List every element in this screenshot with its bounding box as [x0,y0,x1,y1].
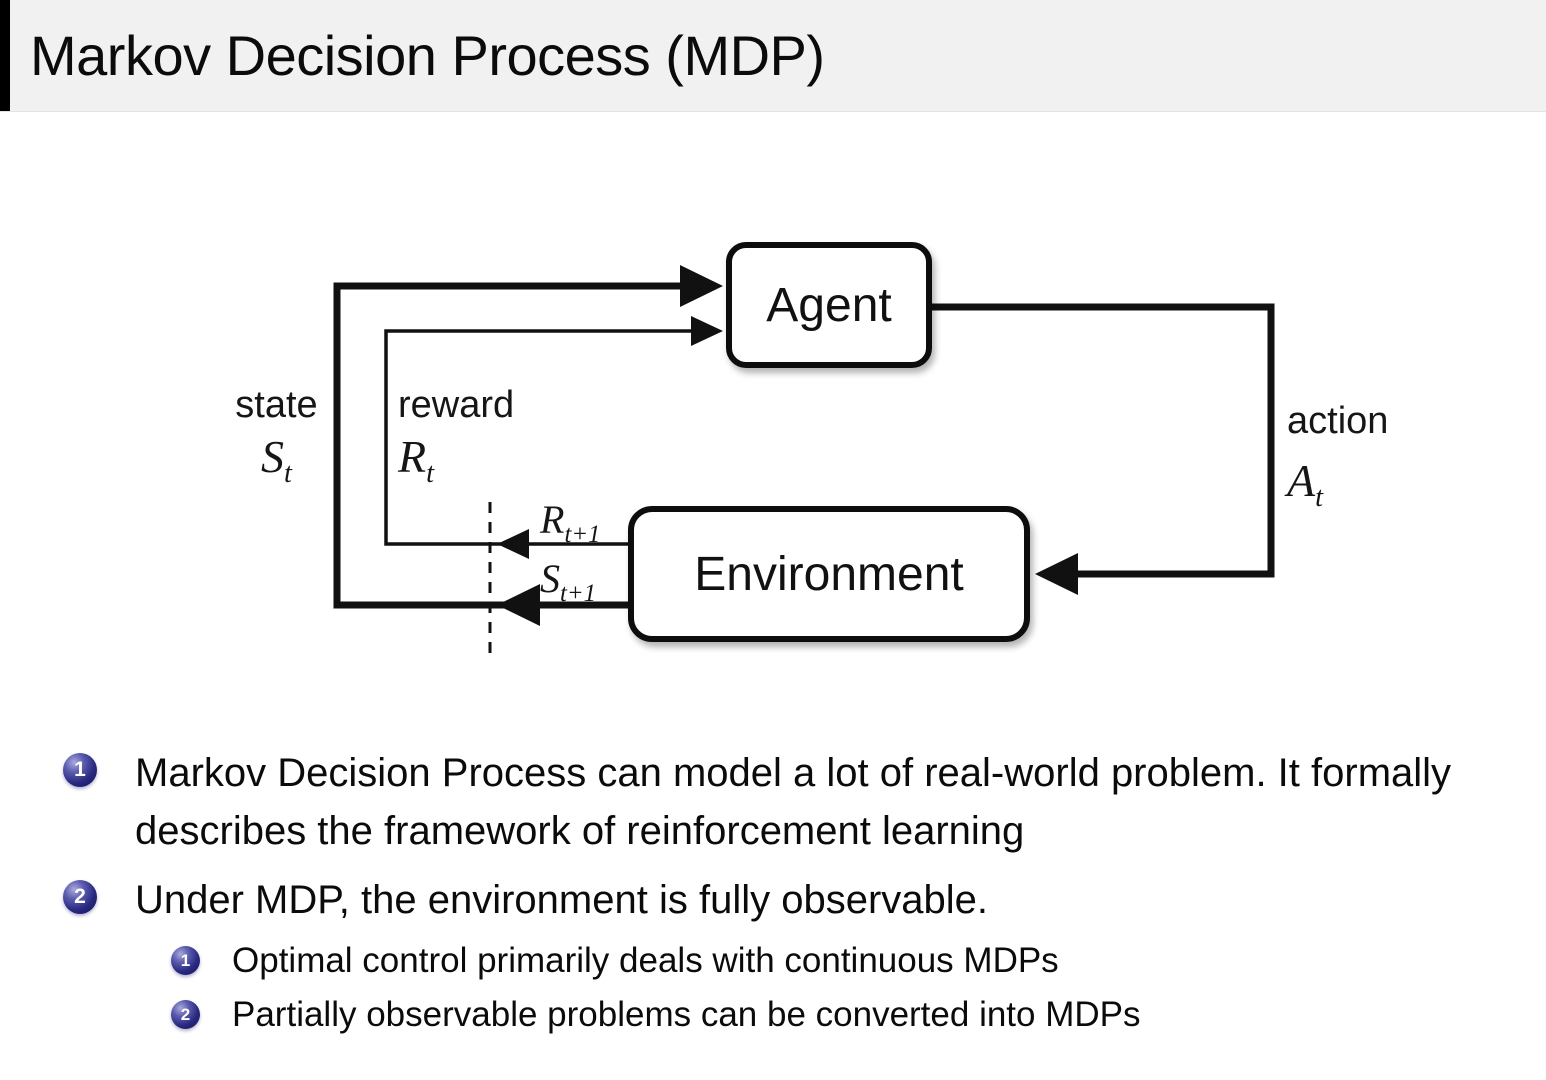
bullet-text: Partially observable problems can be con… [232,995,1141,1034]
agent-box: Agent [726,242,932,368]
state-arrowhead-into-agent [680,265,723,307]
next-state-symbol: St+1 [540,556,597,607]
reward-symbol: Rt [398,431,435,490]
action-arrowhead-into-environment [1035,553,1078,595]
title-left-strip [0,0,10,111]
title-bar: Markov Decision Process (MDP) [0,0,1546,112]
environment-label: Environment [694,547,964,601]
state-label-group: state St [214,384,339,490]
bullet-number-badge: 1 [171,946,200,975]
action-symbol: At [1287,455,1324,514]
reward-arrowhead-into-agent [691,316,723,346]
bullet-number-badge: 2 [63,880,97,914]
state-label: state [235,384,318,426]
bullet-number-badge: 2 [171,1000,200,1029]
reward-label-group: reward Rt [398,384,568,490]
state-symbol: St [261,431,292,490]
environment-box: Environment [628,506,1030,642]
bullet-text: Markov Decision Process can model a lot … [135,751,1452,853]
next-state-arrowhead [497,584,540,626]
bullet-text: Under MDP, the environment is fully obse… [135,878,989,922]
bullet-number-badge: 1 [63,753,97,787]
state-loop-line [333,282,684,609]
next-reward-arrowhead [497,529,529,559]
action-loop-line [930,303,1275,578]
action-label-group: action At [1287,400,1457,514]
page-title: Markov Decision Process (MDP) [30,24,825,87]
bullet-text: Optimal control primarily deals with con… [232,941,1059,980]
agent-label: Agent [766,278,892,332]
next-reward-symbol: Rt+1 [540,497,601,548]
reward-label: reward [398,384,515,426]
action-label: action [1287,400,1389,442]
